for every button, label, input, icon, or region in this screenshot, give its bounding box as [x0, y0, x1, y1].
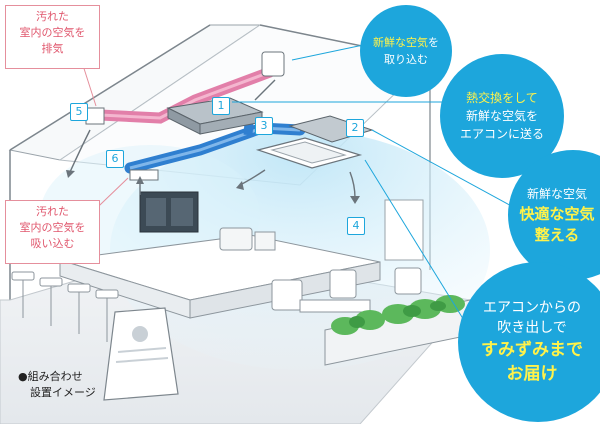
exhaust-vent	[85, 107, 105, 125]
seating	[271, 267, 422, 313]
exhaust-label: 汚れた 室内の空気を 排気	[5, 5, 100, 69]
heat-exchange-line1: 熱交換をして	[466, 91, 538, 105]
marker-6: 6	[106, 150, 124, 168]
sign-board	[103, 307, 179, 401]
comfort-line1: 新鮮な空気	[526, 186, 587, 201]
fresh-air-hood	[261, 51, 285, 77]
marker-5: 5	[70, 103, 88, 121]
delivery-line1: エアコンからの	[483, 300, 581, 316]
return-grille	[129, 169, 159, 181]
fresh-air-line2: 取り込む	[384, 53, 428, 66]
fresh-air-particle: を	[428, 36, 439, 49]
marker-1: 1	[212, 97, 230, 115]
marker-2: 2	[346, 119, 364, 137]
delivery-bubble: エアコンからの 吹き出しで すみずみまで お届け	[458, 262, 600, 422]
footnote-line1: ●組み合わせ	[18, 370, 83, 383]
marker-4: 4	[347, 217, 365, 235]
delivery-line2: 吹き出しで	[497, 320, 567, 336]
stools	[11, 271, 119, 342]
marker-3: 3	[255, 117, 273, 135]
delivery-line4: お届け	[506, 364, 558, 384]
delivery-line3: すみずみまで	[481, 340, 583, 360]
intake-label: 汚れた 室内の空気を 吸い込む	[5, 200, 100, 264]
comfort-line2: 快適な空気	[519, 204, 595, 223]
heat-exchange-part1: 新鮮な空気	[465, 109, 526, 123]
footnote-line2: 設置イメージ	[30, 386, 96, 399]
door	[384, 199, 424, 261]
heat-exchange-line3: エアコンに送る	[459, 127, 544, 141]
heat-exchange-part2: を	[526, 109, 539, 123]
heat-exchange-bubble: 熱交換をして 新鮮な空気を エアコンに送る	[440, 54, 564, 178]
comfort-line3: 整える	[534, 225, 580, 244]
intake-label-line1: 汚れた	[36, 205, 69, 218]
intake-label-line3: 吸い込む	[30, 237, 75, 250]
exhaust-label-line2: 室内の空気を	[19, 26, 86, 39]
intake-label-line2: 室内の空気を	[19, 221, 86, 234]
exhaust-label-line3: 排気	[41, 42, 64, 55]
fresh-air-intake-bubble: 新鮮な空気を 取り込む	[360, 5, 452, 97]
installation-footnote: ●組み合わせ 設置イメージ	[18, 369, 96, 401]
exhaust-label-line1: 汚れた	[36, 10, 69, 23]
fresh-air-highlight: 新鮮な空気	[373, 36, 428, 49]
